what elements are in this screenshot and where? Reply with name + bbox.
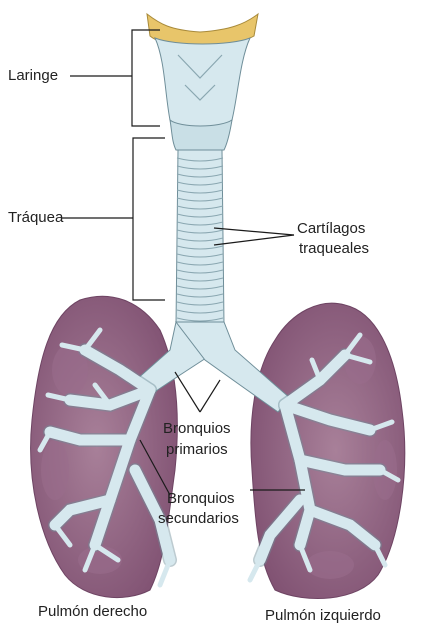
primary-bronchi-leader-2 [200,380,220,412]
label-pulmon-izquierdo: Pulmón izquierdo [265,607,381,624]
label-cartilagos-line2: traqueales [299,240,369,257]
larynx [147,14,258,150]
label-cartilagos-line1: Cartílagos [297,220,365,237]
cartilage-leader-1 [214,228,294,235]
label-bronquios-secundarios-line2: secundarios [158,510,239,527]
label-bronquios-primarios-line2: primarios [166,441,228,458]
primary-bronchi-leader-1 [175,372,200,412]
larynx-bracket [132,30,160,126]
thyroid-cartilage [155,38,250,129]
label-pulmon-derecho: Pulmón derecho [38,603,147,620]
trachea-bracket [133,138,165,300]
label-traquea: Tráquea [8,209,63,226]
label-bronquios-primarios-line1: Bronquios [163,420,231,437]
label-bronquios-secundarios-line1: Bronquios [167,490,235,507]
label-laringe: Laringe [8,67,58,84]
trachea [176,150,224,325]
cartilage-leader-2 [214,235,294,245]
